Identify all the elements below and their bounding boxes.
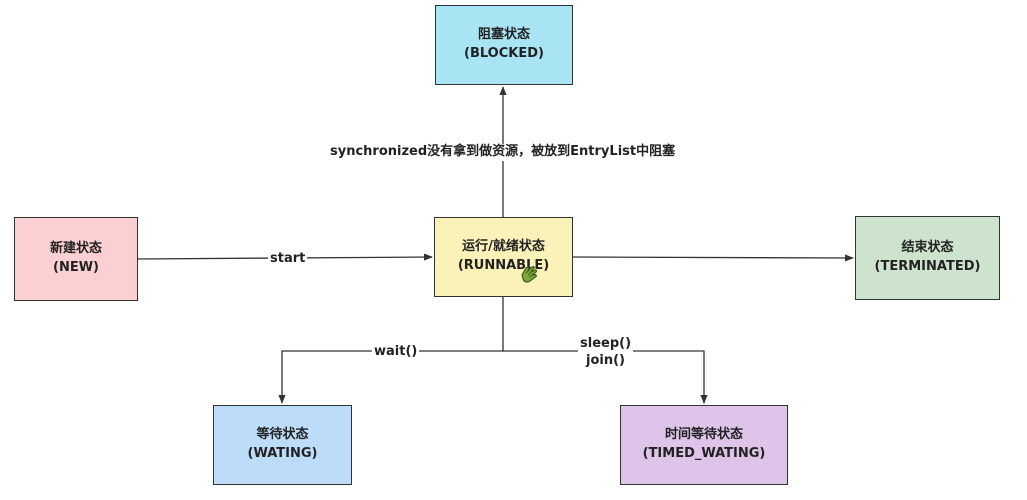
- state-waiting-title: 等待状态: [256, 427, 309, 443]
- state-waiting-subtitle: (WATING): [247, 446, 318, 461]
- edge-label-join: join(): [586, 352, 625, 368]
- state-new-title: 新建状态: [49, 241, 102, 257]
- edge-label-synchronized: synchronized没有拿到做资源，被放到EntryList中阻塞: [328, 144, 678, 161]
- edge-label-sleep-join: sleep() join(): [578, 336, 634, 370]
- edge-label-sleep: sleep(): [580, 336, 632, 351]
- state-new: 新建状态 (NEW): [14, 217, 138, 301]
- state-runnable: 运行/就绪状态 (RUNNABLE): [434, 217, 573, 297]
- edge-label-wait: wait(): [372, 344, 420, 361]
- hand-pointer-icon: [521, 266, 538, 283]
- state-blocked-title: 阻塞状态: [477, 27, 530, 43]
- state-terminated-subtitle: (TERMINATED): [874, 259, 981, 274]
- state-waiting: 等待状态 (WATING): [213, 405, 352, 485]
- state-new-subtitle: (NEW): [53, 260, 99, 275]
- edge-runnable-to-timed-waiting: [503, 350, 708, 404]
- state-timed-waiting-subtitle: (TIMED_WATING): [642, 446, 766, 461]
- edge-label-start: start: [268, 251, 308, 268]
- state-terminated-title: 结束状态: [901, 240, 954, 256]
- state-blocked-subtitle: (BLOCKED): [464, 46, 544, 61]
- state-terminated: 结束状态 (TERMINATED): [855, 216, 1000, 300]
- state-blocked: 阻塞状态 (BLOCKED): [435, 5, 573, 85]
- state-timed-waiting: 时间等待状态 (TIMED_WATING): [620, 405, 788, 485]
- state-runnable-title: 运行/就绪状态: [462, 239, 545, 255]
- edge-runnable-to-terminated: [572, 254, 854, 262]
- state-timed-waiting-title: 时间等待状态: [664, 427, 743, 443]
